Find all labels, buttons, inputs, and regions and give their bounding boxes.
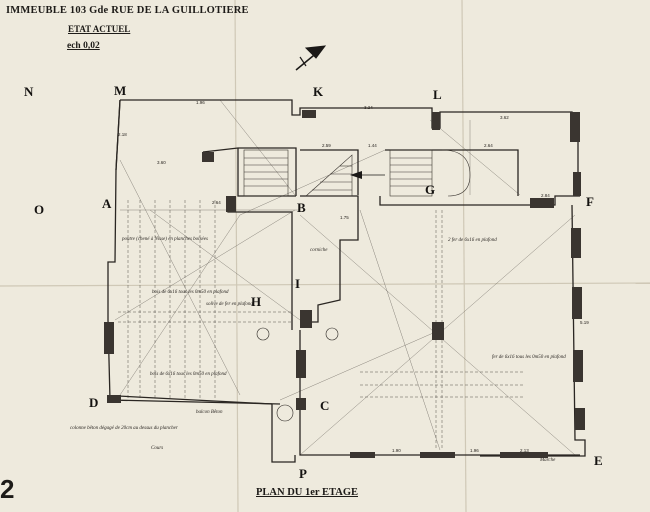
- dimension-mid-3: 2.64: [484, 143, 493, 148]
- point-label-p: P: [299, 466, 307, 481]
- point-label-c: C: [320, 398, 330, 413]
- sheet-number: 2: [0, 474, 15, 504]
- dimension-top-1: 1.96: [196, 100, 205, 105]
- north-arrow-icon: [295, 45, 327, 71]
- point-label-k: K: [313, 84, 324, 99]
- walls: [107, 99, 586, 463]
- dimension-6: 1.75: [340, 215, 349, 220]
- dimension-top-3: 3.62: [500, 115, 509, 120]
- plan-title: PLAN DU 1er ETAGE: [256, 487, 358, 498]
- dimension-side-1: 2.18: [118, 132, 127, 137]
- point-label-e: E: [594, 453, 603, 468]
- dimension-4: 2.64: [212, 200, 221, 205]
- note-fer-6x16: 2 fer de 6x16 en plafond: [448, 238, 497, 243]
- point-label-i: I: [295, 276, 301, 291]
- note-bois-bahl: bois de 6x16 tous les 0m50 en plafond: [152, 290, 229, 295]
- note-solive-fer: solive de fer en plafond: [206, 302, 253, 307]
- dimension-side-3: 3.60: [157, 160, 166, 165]
- note-corniche: corniche: [310, 248, 328, 253]
- note-bois-6x16: bois de 6x16 tous les 0m50 en plafond: [150, 372, 227, 377]
- dimension-side-2: 5.19: [580, 320, 589, 325]
- wall-fill: [104, 110, 585, 458]
- beam-lines: [118, 200, 525, 450]
- point-label-h: H: [251, 294, 262, 309]
- note-colonne: colonne bêton dégagé de 20cm au dessus d…: [70, 426, 178, 431]
- point-label-l: L: [433, 87, 442, 102]
- point-label-o: O: [34, 202, 45, 217]
- scale-label: ech 0,02: [67, 41, 100, 51]
- dimension-bottom-2: 1.96: [470, 448, 479, 453]
- dimension-bottom-3: 2.13: [520, 448, 529, 453]
- building-address-title: IMMEUBLE 103 Gde RUE DE LA GUILLOTIERE: [6, 5, 249, 16]
- dimension-top-2: 3.24: [364, 105, 373, 110]
- state-subtitle: ETAT ACTUEL: [68, 24, 131, 34]
- point-label-f: F: [586, 194, 594, 209]
- stairs: [243, 149, 471, 197]
- note-balcon: balcon Bêton: [196, 410, 223, 415]
- stair-direction-arrow-icon: [350, 171, 362, 179]
- point-label-n: N: [24, 84, 34, 99]
- dimension-mid-2: 1.44: [368, 143, 377, 148]
- note-cours: Cours: [151, 446, 164, 451]
- note-poutre: poutre (chené à Nisse) en planches boisé…: [122, 237, 208, 242]
- dimension-bottom-1: 1.90: [392, 448, 401, 453]
- point-label-g: G: [425, 182, 436, 197]
- note-marche: Marche: [540, 458, 556, 463]
- dimension-5: 2.84: [541, 193, 550, 198]
- dimension-mid-1: 2.59: [322, 143, 331, 148]
- point-label-b: B: [297, 200, 306, 215]
- point-label-a: A: [102, 196, 112, 211]
- point-label-m: M: [114, 83, 127, 98]
- note-fer-droite: fer de 6x16 tous les 0m50 en plafond: [492, 355, 566, 360]
- point-label-d: D: [89, 395, 99, 410]
- column-circles: [256, 327, 339, 422]
